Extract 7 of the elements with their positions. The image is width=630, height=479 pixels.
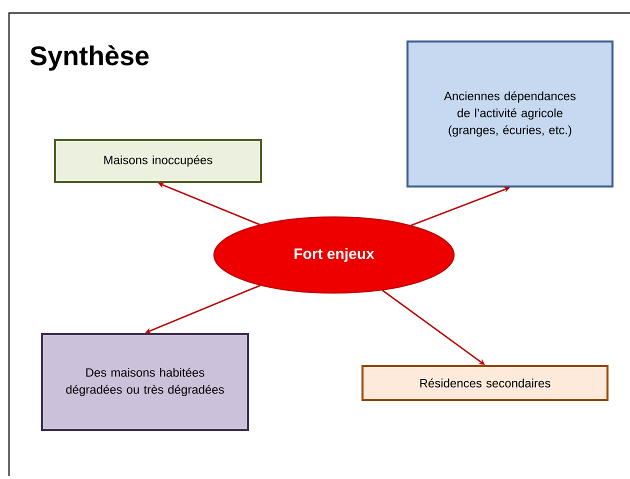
text-box: Des maisons habitées dégradées ou très dégradées bbox=[41, 333, 249, 431]
slide-title: Synthèse bbox=[30, 45, 149, 71]
text-box: Anciennes dépendances de l’activité agricole (granges, écuries, etc.) bbox=[406, 40, 614, 188]
text-box: Maisons inoccupées bbox=[54, 139, 262, 183]
arrow bbox=[382, 290, 485, 365]
ellipse-node: Fort enjeux bbox=[213, 216, 455, 294]
text-box: Résidences secondaires bbox=[362, 365, 608, 401]
